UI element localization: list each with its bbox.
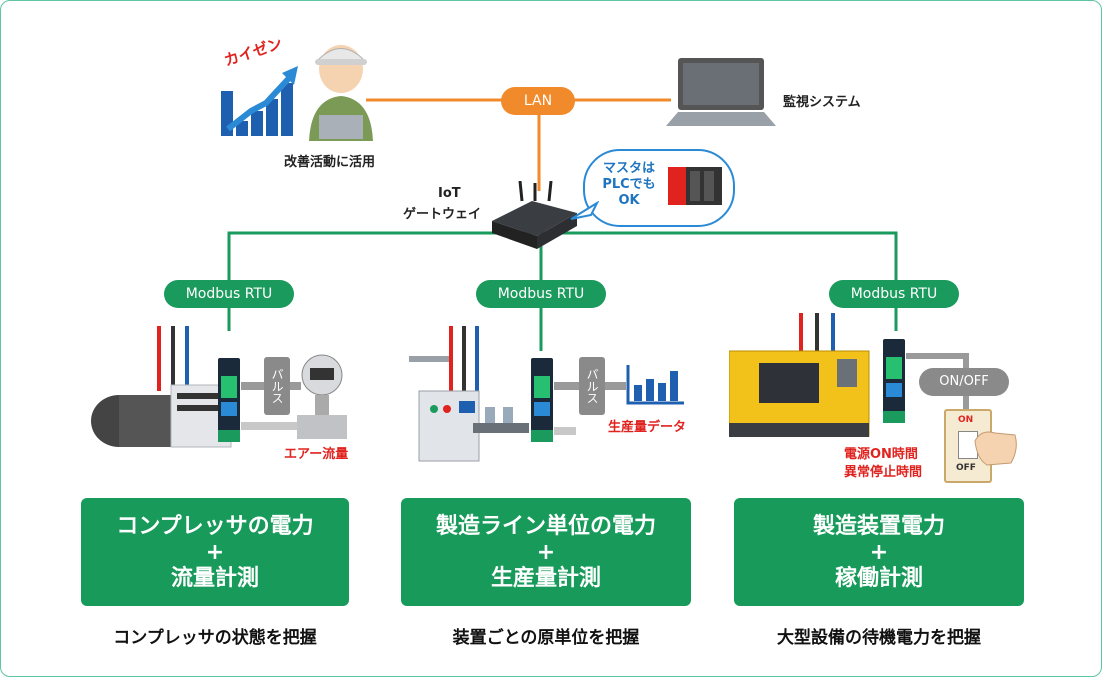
pulse-label-2: パルス — [579, 357, 605, 415]
bubble-tail — [570, 201, 599, 220]
switch-off-label: OFF — [956, 463, 976, 473]
feature-box-2: 製造ライン単位の電力 + 生産量計測 — [401, 498, 691, 606]
plc-bubble — [583, 149, 735, 227]
sensor-label-1: エアー流量 — [284, 447, 349, 462]
plc-icon — [668, 163, 722, 207]
switch-on-label: ON — [958, 415, 974, 425]
worker-caption: 改善活動に活用 — [284, 155, 376, 170]
sensor-label-2: 生産量データ — [608, 420, 687, 435]
feature-box-1: コンプレッサの電力 + 流量計測 — [81, 498, 349, 606]
feature-box-3: 製造装置電力 + 稼働計測 — [734, 498, 1024, 606]
modbus-badge-2: Modbus RTU — [476, 280, 606, 308]
gateway-label-line2: ゲートウェイ — [403, 207, 482, 222]
modbus-badge-1: Modbus RTU — [164, 280, 294, 308]
sensor-label-3-line1: 電源ON時間 — [844, 447, 918, 462]
bubble-text: マスタは PLCでも OK — [602, 161, 656, 208]
caption-3: 大型設備の待機電力を把握 — [777, 628, 981, 648]
onoff-badge: ON/OFF — [919, 368, 1009, 396]
monitor-caption: 監視システム — [783, 95, 861, 110]
caption-2: 装置ごとの原単位を把握 — [452, 628, 640, 648]
hand-icon — [971, 419, 1019, 469]
power-meter-3 — [883, 339, 905, 423]
iot-gateway-icon — [487, 180, 582, 251]
compressor-icon — [89, 321, 239, 451]
gateway-label-line1: IoT — [438, 186, 461, 201]
machine-icon — [728, 311, 879, 441]
power-meter-1 — [218, 358, 240, 442]
flow-meter-icon — [297, 353, 347, 443]
production-line-icon — [409, 321, 529, 466]
modbus-badge-3: Modbus RTU — [829, 280, 959, 308]
laptop-icon — [666, 56, 776, 128]
worker-icon — [301, 31, 381, 141]
power-meter-2 — [531, 358, 553, 442]
lan-badge: LAN — [501, 87, 575, 115]
sensor-label-3-line2: 異常停止時間 — [844, 465, 923, 480]
caption-1: コンプレッサの状態を把握 — [113, 628, 317, 648]
pulse-label-1: パルス — [264, 357, 290, 415]
kaizen-chart-icon — [216, 41, 301, 141]
production-data-icon — [626, 363, 686, 405]
